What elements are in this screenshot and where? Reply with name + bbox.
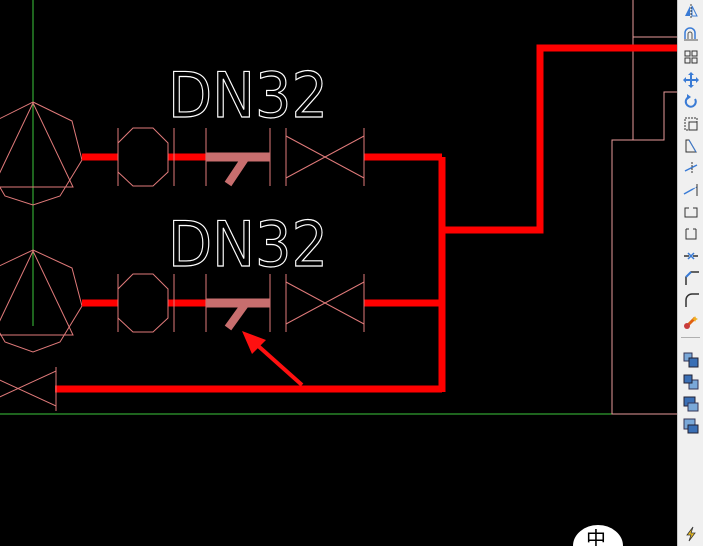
ime-char: 中 [586, 527, 606, 546]
join-button[interactable] [680, 246, 701, 266]
stretch-button[interactable] [680, 136, 701, 156]
chamfer-icon [684, 271, 699, 285]
extend-icon [683, 184, 697, 196]
rotate-icon [684, 94, 697, 108]
pipe-size-label-upper[interactable]: DN32 [167, 58, 328, 132]
scale-button[interactable] [680, 114, 701, 134]
mirror-button[interactable] [680, 1, 701, 21]
send-under-icon [683, 418, 698, 434]
send-to-back-icon [683, 374, 698, 390]
gate-valve-lower[interactable] [285, 274, 365, 332]
pump-symbol-lower[interactable] [0, 249, 83, 353]
ime-status-indicator[interactable]: 中 [571, 523, 625, 546]
join-icon [683, 252, 698, 260]
bring-above-icon [683, 396, 698, 412]
toolbar-separator [681, 337, 700, 338]
gate-valve-upper[interactable] [285, 128, 365, 186]
modify-toolbar [677, 0, 703, 546]
lightning-icon [685, 526, 696, 542]
explode-icon [683, 316, 698, 329]
pipe-size-label-lower[interactable]: DN32 [167, 207, 328, 281]
explode-button[interactable] [680, 312, 701, 332]
fillet-button[interactable] [680, 290, 701, 310]
trim-button[interactable] [680, 158, 701, 178]
array-button[interactable] [680, 47, 701, 67]
chamfer-button[interactable] [680, 268, 701, 288]
fitting-octagon-upper[interactable] [117, 127, 175, 187]
array-icon [684, 50, 697, 64]
pump-symbol-upper[interactable] [0, 101, 83, 206]
scale-icon [684, 117, 697, 131]
break-button[interactable] [680, 224, 701, 244]
break-at-point-icon [684, 206, 697, 218]
send-to-back-button[interactable] [680, 372, 701, 392]
drawing-canvas[interactable]: DN32 DN32 中 [0, 0, 677, 546]
quick-properties-button[interactable] [680, 524, 701, 544]
rotate-button[interactable] [680, 92, 701, 112]
mirror-icon [684, 4, 698, 18]
bring-to-front-button[interactable] [680, 350, 701, 370]
equipment-frame [611, 0, 677, 415]
send-under-button[interactable] [680, 416, 701, 436]
y-fitting-upper[interactable] [205, 128, 271, 187]
trim-icon [684, 162, 697, 174]
move-icon [682, 72, 699, 88]
bring-above-button[interactable] [680, 394, 701, 414]
gate-valve-bottom[interactable] [0, 367, 57, 411]
annotation-arrow [242, 331, 304, 387]
break-icon [685, 228, 696, 240]
offset-button[interactable] [680, 24, 701, 44]
offset-icon [683, 27, 698, 41]
bring-to-front-icon [683, 352, 698, 368]
extend-button[interactable] [680, 180, 701, 200]
move-button[interactable] [680, 70, 701, 90]
fillet-icon [684, 293, 699, 307]
y-fitting-lower[interactable] [205, 274, 271, 332]
stretch-icon [685, 139, 697, 153]
break-at-point-button[interactable] [680, 202, 701, 222]
fitting-octagon-lower[interactable] [117, 273, 175, 333]
